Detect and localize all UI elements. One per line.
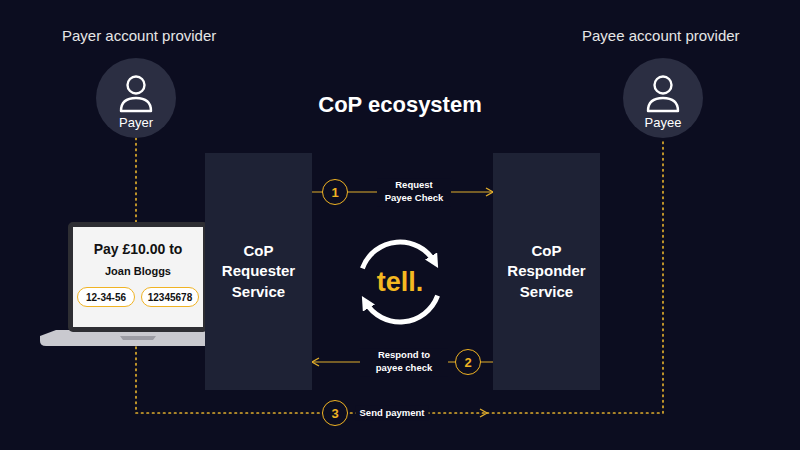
edge-label: Request Payee Check [377, 178, 451, 206]
person-icon [648, 98, 678, 111]
person-icon [121, 98, 151, 111]
connector [136, 138, 663, 413]
callout-number: 2 [455, 349, 481, 375]
edge-label: Respond to payee check [360, 348, 448, 376]
account-number-field: 12345678 [141, 287, 199, 307]
node-text: Joan Bloggs [73, 265, 203, 277]
laptop-notch [120, 336, 156, 340]
provider-heading: Payer account provider [62, 27, 216, 44]
circle-shape [96, 58, 176, 138]
cycle-arrow [365, 296, 437, 322]
node-text: Payer [96, 115, 176, 131]
person-icon [128, 77, 145, 94]
provider-heading: Payee account provider [582, 27, 740, 44]
service-box: CoP Requester Service [205, 153, 312, 390]
edge-label: Send payment [356, 406, 429, 421]
node-text: CoP Requester Service [213, 241, 304, 302]
node-text: 12-34-56 [86, 292, 126, 303]
service-box: CoP Responder Service [493, 153, 600, 390]
callout-number: 1 [322, 179, 348, 205]
connector-line [487, 138, 663, 413]
person-icon [655, 77, 672, 94]
node-text: 12345678 [148, 292, 193, 303]
callout-number: 3 [322, 400, 348, 426]
cycle-arrow [362, 242, 434, 268]
circle-shape [623, 58, 703, 138]
node-text: Payee [623, 115, 703, 131]
node-text: CoP Responder Service [501, 241, 592, 302]
laptop-screen: Pay £10.00 to Joan Bloggs 12-34-56 12345678 [68, 222, 208, 332]
payer-circle: Payer [96, 58, 176, 138]
payee-circle: Payee [623, 58, 703, 138]
brand-logo: tell. [377, 267, 424, 298]
node-text: Pay £10.00 to [73, 241, 203, 257]
sort-code-field: 12-34-56 [77, 287, 135, 307]
diagram-title: CoP ecosystem [318, 92, 481, 118]
